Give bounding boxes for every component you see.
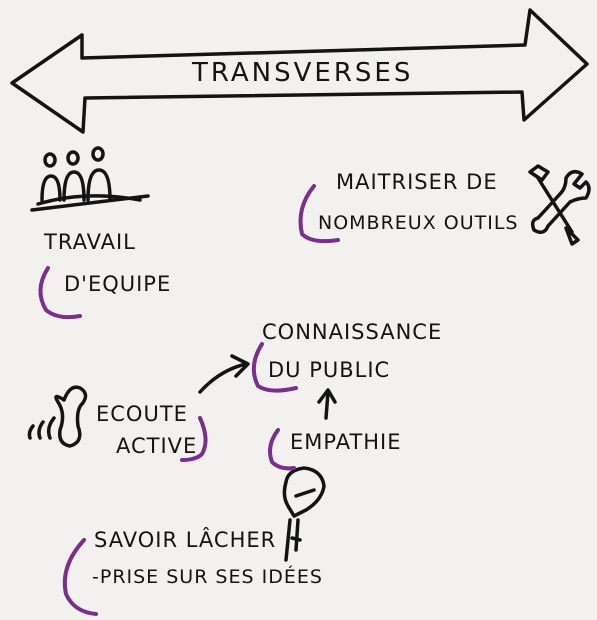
connaissance-label-line2: DU PUBLIC [268,358,391,382]
head-bulb-icon [282,466,326,562]
ear-icon [27,385,88,448]
connaissance-label-line1: CONNAISSANCE [262,320,443,344]
team-people-icon [30,146,150,212]
arrow-ecoute-to-connaissance-icon [198,354,250,394]
outils-label-line2: NOMBREUX OUTILS [318,212,519,234]
double-arrow-icon [10,8,589,134]
ecoute-label-line2: ACTIVE [116,434,198,458]
banner-title: TRANSVERSES [192,58,414,88]
ecoute-label-line1: ECOUTE [96,402,188,426]
bracket-outils [298,184,340,244]
savoir-label-line1: SAVOIR LÂCHER [94,528,277,552]
savoir-label-line2: -PRISE SUR SES IDÉES [92,566,323,588]
outils-label-line1: MAITRISER DE [336,170,498,194]
bracket-travail [38,266,82,320]
bracket-empathie [268,428,296,471]
empathie-label: EMPATHIE [290,430,402,454]
bracket-connaissance [251,342,298,393]
bracket-savoir [62,538,98,616]
bracket-ecoute [180,416,208,462]
travail-label-line1: TRAVAIL [44,230,136,254]
arrow-up-icon [317,388,337,420]
travail-label-line2: D'EQUIPE [64,272,172,296]
tools-icon [528,164,591,246]
